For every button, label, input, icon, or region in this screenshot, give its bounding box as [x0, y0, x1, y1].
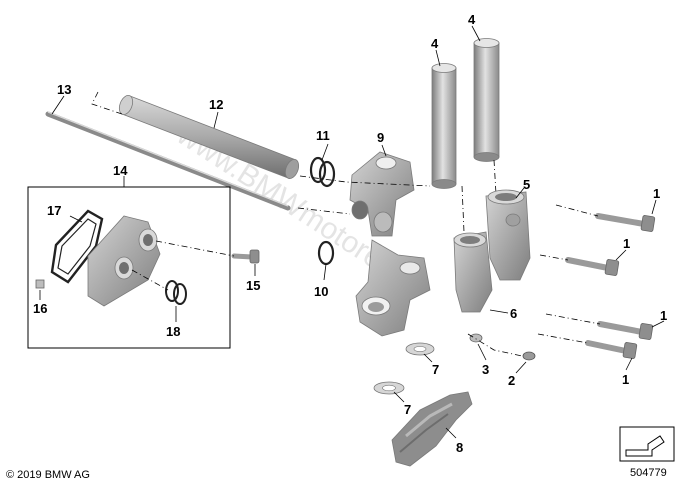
leader-1b [615, 249, 627, 261]
copyright-text: © 2019 BMW AG [6, 469, 90, 481]
leader-11 [321, 143, 329, 161]
callout-1b: 1 [623, 236, 630, 251]
part-11-o-rings [309, 156, 336, 188]
axis-1-c [545, 313, 601, 325]
leader-4-left [435, 49, 441, 67]
part-13-rod [45, 111, 291, 211]
part-12-sleeve [118, 95, 300, 179]
part-15-bolt [231, 249, 260, 264]
part-1-bolt-d [585, 340, 638, 359]
callout-12: 12 [209, 97, 223, 112]
part-18-o-rings [165, 280, 187, 305]
leader-9 [381, 144, 387, 157]
part-14-housing [87, 215, 161, 307]
callout-10: 10 [314, 284, 328, 299]
leader-8 [445, 427, 457, 439]
leader-7-upper [423, 353, 433, 363]
leader-5 [515, 187, 525, 199]
callout-7-lower: 7 [404, 402, 411, 417]
callout-13: 13 [57, 82, 71, 97]
leader-13 [51, 95, 65, 115]
part-1-bolt-a [595, 213, 656, 232]
part-3-washer [469, 333, 483, 343]
part-7-washer-upper [405, 342, 435, 356]
orientation-symbol [619, 426, 675, 462]
leader-2 [515, 361, 527, 374]
callout-4-right: 4 [468, 12, 476, 27]
part-6-clamp [453, 231, 493, 313]
leader-7-lower [393, 391, 405, 403]
part-holder-lower [355, 239, 431, 337]
leader-17 [69, 215, 83, 223]
axis-upper [299, 175, 431, 187]
callout-1a: 1 [653, 186, 660, 201]
axis-1-d [537, 333, 589, 344]
leader-1a [651, 199, 657, 215]
callout-1c: 1 [660, 308, 667, 323]
part-9-bracket [349, 151, 415, 237]
part-8-cover [391, 391, 473, 467]
callout-4-left: 4 [431, 36, 439, 51]
diagram-number: 504779 [630, 467, 667, 479]
leader-1d [625, 357, 633, 371]
callout-8: 8 [456, 440, 463, 455]
axis-1-a [555, 204, 599, 217]
callout-14: 14 [113, 163, 128, 178]
axis-4-right [493, 159, 497, 195]
part-1-bolt-c [597, 321, 654, 340]
callout-2: 2 [508, 373, 515, 388]
leader-4-right [471, 25, 481, 42]
axis-1-b [539, 254, 569, 261]
leader-3 [477, 343, 487, 361]
part-4-tube-left [431, 63, 457, 189]
part-7-washer-lower [373, 381, 405, 395]
leader-12 [213, 111, 219, 129]
leader-12-dash [91, 91, 123, 115]
axis-2-3 [467, 333, 523, 357]
part-1-bolt-b [565, 257, 620, 276]
inset-box-14 [27, 186, 231, 349]
part-4-tube-right [473, 38, 500, 162]
part-5-clamp [485, 189, 531, 281]
callout-11: 11 [316, 128, 330, 143]
leader-6 [489, 309, 509, 314]
part-17-gasket [50, 209, 104, 284]
callout-6: 6 [510, 306, 517, 321]
callout-9: 9 [377, 130, 384, 145]
leader-1c [651, 320, 665, 328]
leader-10 [323, 263, 327, 281]
callout-18: 18 [166, 324, 180, 339]
axis-15 [155, 240, 235, 257]
callout-17: 17 [47, 203, 61, 218]
axis-rod [297, 207, 351, 215]
callout-3: 3 [482, 362, 489, 377]
callout-5: 5 [523, 177, 530, 192]
callout-7-upper: 7 [432, 362, 439, 377]
axis-4-left [461, 185, 465, 233]
part-2-nut [522, 351, 536, 361]
callout-16: 16 [33, 301, 47, 316]
part-16-plug [35, 279, 45, 289]
callout-1d: 1 [622, 372, 629, 387]
callout-15: 15 [246, 278, 260, 293]
